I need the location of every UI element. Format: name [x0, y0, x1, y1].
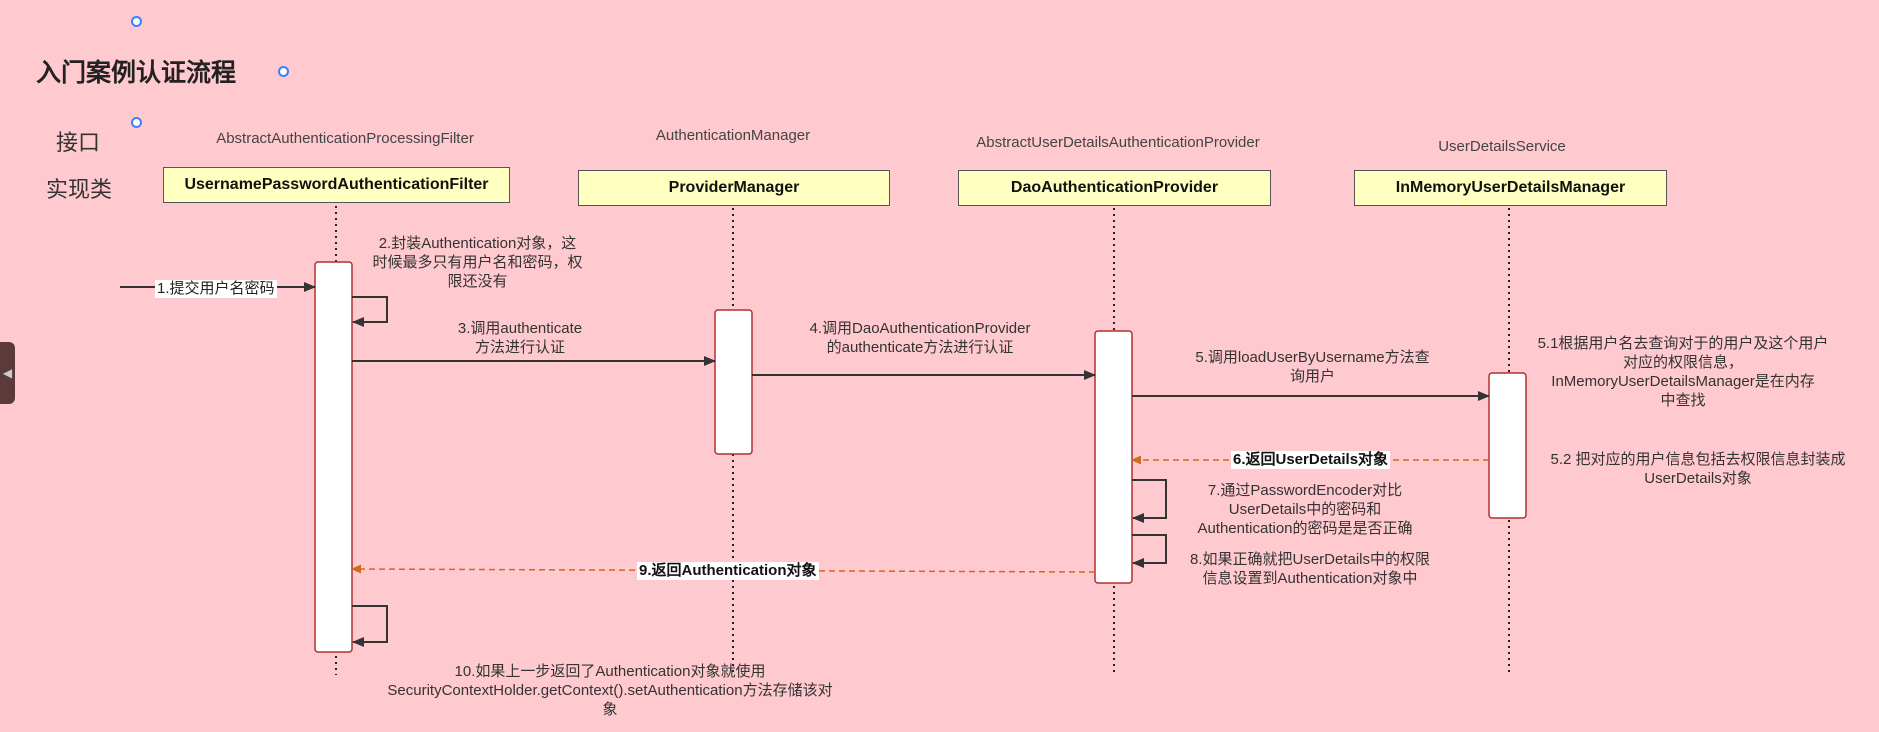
activation-box — [1094, 330, 1133, 584]
row-label-implementation: 实现类 — [46, 177, 113, 202]
message-label: 7.通过PasswordEncoder对比 UserDetails中的密码和 A… — [1197, 482, 1413, 537]
message-label: 10.如果上一步返回了Authentication对象就使用 SecurityC… — [387, 663, 833, 718]
selection-handle[interactable] — [278, 66, 289, 77]
lifeline-interface-label: UserDetailsService — [1438, 138, 1566, 155]
selection-handle[interactable] — [131, 117, 142, 128]
selection-handle[interactable] — [131, 16, 142, 27]
note-label: 5.2 把对应的用户信息包括去权限信息封装成 UserDetails对象 — [1550, 451, 1846, 487]
lifeline-interface-label: AbstractUserDetailsAuthenticationProvide… — [976, 134, 1260, 151]
activation-box — [1488, 372, 1527, 519]
activation-box — [714, 309, 753, 455]
message-label: 1.提交用户名密码 — [155, 280, 277, 298]
lifeline-interface-label: AuthenticationManager — [655, 127, 811, 144]
message-label: 3.调用authenticate 方法进行认证 — [457, 320, 583, 356]
collapse-panel-button[interactable]: ◀ — [0, 342, 15, 404]
row-label-interface: 接口 — [56, 130, 101, 155]
message-label: 2.封装Authentication对象，这 时候最多只有用户名和密码，权 限还… — [372, 235, 583, 290]
lifeline-interface-label: AbstractAuthenticationProcessingFilter — [216, 130, 474, 147]
activation-box — [314, 261, 353, 653]
lifeline-box[interactable]: UsernamePasswordAuthenticationFilter — [163, 167, 510, 203]
lifeline-box[interactable]: DaoAuthenticationProvider — [958, 170, 1271, 206]
message-label: 8.如果正确就把UserDetails中的权限 信息设置到Authenticat… — [1189, 551, 1431, 587]
diagram-title: 入门案例认证流程 — [36, 59, 237, 87]
lifeline-box[interactable]: InMemoryUserDetailsManager — [1354, 170, 1667, 206]
return-message-label: 6.返回UserDetails对象 — [1231, 451, 1391, 469]
note-label: 5.1根据用户名去查询对于的用户及这个用户 对应的权限信息， InMemoryU… — [1537, 335, 1829, 409]
return-message-label: 9.返回Authentication对象 — [637, 562, 819, 580]
lifeline-box[interactable]: ProviderManager — [578, 170, 890, 206]
message-label: 4.调用DaoAuthenticationProvider 的authentic… — [809, 320, 1031, 356]
chevron-left-icon: ◀ — [2, 366, 13, 380]
message-label: 5.调用loadUserByUsername方法查 询用户 — [1195, 349, 1430, 385]
